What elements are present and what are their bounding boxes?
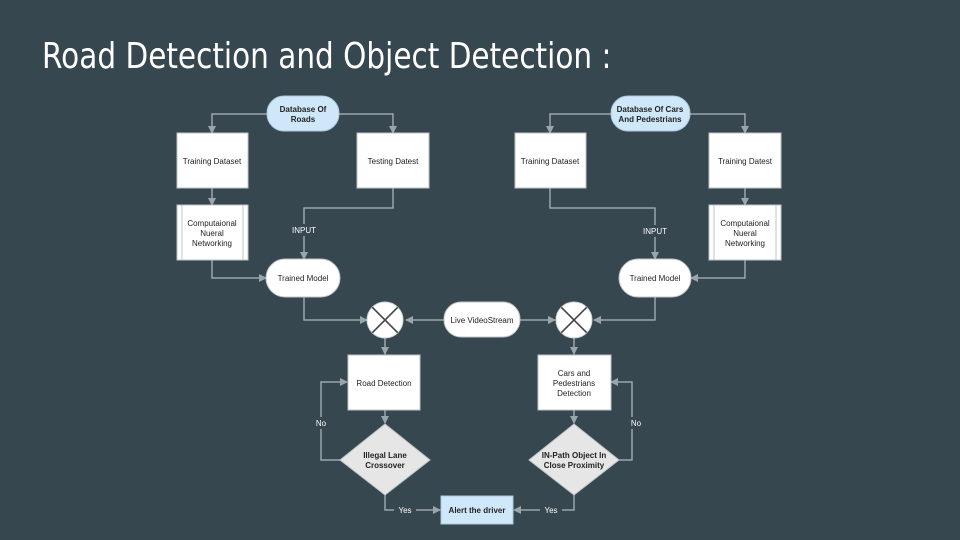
live-stream-label-line: Live VideoStream	[451, 316, 514, 325]
right-trained-model-node: Trained Model	[618, 258, 692, 298]
edge-inpath-yes	[513, 494, 575, 514]
inpath-object-label-line: Close Proximity	[544, 461, 605, 470]
left-cnn-label-line: Networking	[192, 239, 232, 248]
edge-illegal-lane-yes	[384, 494, 441, 514]
right-training-dataset-node: Training Dataset	[514, 132, 587, 189]
cars-detection-label-line: Cars and	[558, 369, 590, 378]
right-model-label: Trained Model	[630, 274, 681, 283]
right-no-label: No	[631, 419, 642, 428]
illegal-lane-label-line: Crossover	[365, 461, 405, 470]
right-cnn-label-line: Nueral	[733, 229, 757, 238]
right-cnn-label-line: Computaional	[720, 219, 770, 228]
right-training-datest-node: Training Datest	[708, 132, 782, 189]
db-roads-label-line: Roads	[291, 115, 316, 124]
left-no-label: No	[316, 419, 327, 428]
edge-db-cars-to-right-training2	[690, 113, 749, 134]
db-roads-label-line: Database Of	[280, 105, 327, 114]
left-training-label: Training Dataset	[183, 157, 242, 166]
right-model-label-line: Trained Model	[630, 274, 681, 283]
right-training2-label-line: Training Datest	[718, 157, 773, 166]
live-stream-label: Live VideoStream	[451, 316, 514, 325]
edge-db-roads-to-left-training	[208, 113, 267, 134]
db-cars-label-line: Database Of Cars	[617, 105, 684, 114]
right-training-label-line: Training Dataset	[521, 157, 580, 166]
slide-title: Road Detection and Object Detection :	[42, 36, 612, 77]
illegal-lane-label-line: Illegal Lane	[363, 451, 407, 460]
left-input-label: INPUT	[292, 226, 316, 235]
edge-right-training-to-model	[549, 188, 659, 260]
alert-label: Alert the driver	[449, 506, 506, 515]
right-input-label: INPUT	[643, 227, 667, 236]
edge-right-model-to-merge	[593, 297, 656, 324]
right-yes-label: Yes	[544, 506, 557, 515]
left-yes-label: Yes	[398, 506, 411, 515]
edge-right-cnn-to-model	[690, 260, 746, 282]
left-testing-label: Testing Datest	[368, 157, 419, 166]
alert-driver-node: Alert the driver	[440, 495, 514, 525]
road-detection-label-line: Road Detection	[356, 379, 411, 388]
left-cnn-label-line: Nueral	[200, 229, 224, 238]
edge-labels: INPUT INPUT No No Yes Yes	[288, 224, 671, 516]
right-training2-label: Training Datest	[718, 157, 773, 166]
road-detection-node: Road Detection	[347, 354, 421, 411]
cars-detection-label-line: Detection	[557, 389, 591, 398]
cars-detection-label-line: Pedestrians	[553, 379, 595, 388]
inpath-object-label-line: IN-Path Object In	[542, 451, 607, 460]
right-training-label: Training Dataset	[521, 157, 580, 166]
right-merge-junction	[555, 301, 593, 339]
live-videostream-node: Live VideoStream	[443, 301, 521, 338]
edge-db-cars-to-right-training	[546, 113, 611, 134]
road-detection-label: Road Detection	[356, 379, 411, 388]
left-training-label-line: Training Dataset	[183, 157, 242, 166]
edge-left-cnn-to-model	[211, 260, 267, 282]
left-training-dataset-node: Training Dataset	[176, 132, 249, 189]
db-cars-label-line: And Pedestrians	[618, 115, 682, 124]
left-testing-label-line: Testing Datest	[368, 157, 419, 166]
left-cnn-label-line: Computaional	[187, 219, 237, 228]
edge-left-testing-to-model	[300, 188, 394, 260]
left-merge-junction	[366, 301, 404, 339]
right-cnn-label-line: Networking	[725, 239, 765, 248]
left-model-label-line: Trained Model	[278, 274, 329, 283]
left-model-label: Trained Model	[278, 274, 329, 283]
edge-db-roads-to-left-testing	[339, 113, 397, 134]
edge-left-model-to-merge	[303, 297, 368, 324]
left-testing-dataset-node: Testing Datest	[356, 132, 430, 189]
left-trained-model-node: Trained Model	[265, 258, 341, 298]
alert-label-line: Alert the driver	[449, 506, 506, 515]
